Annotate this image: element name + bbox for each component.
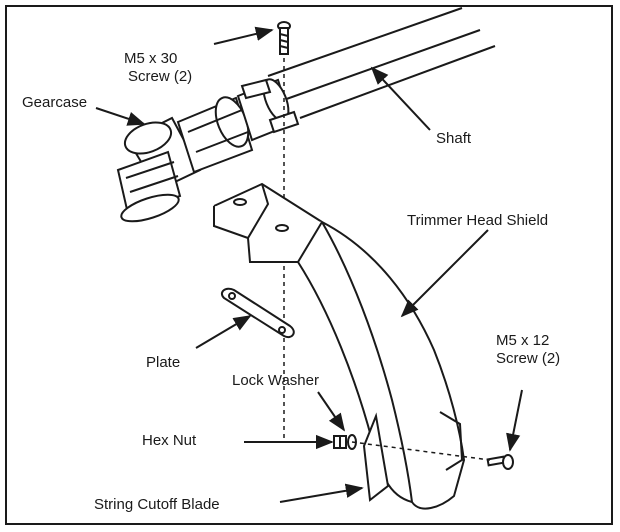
figure-frame (5, 5, 613, 525)
label-plate: Plate (146, 354, 181, 371)
label-m5x30-line1: M5 x 30 (124, 50, 178, 67)
label-m5x30-line2: Screw (2) (128, 68, 193, 85)
label-shaft: Shaft (436, 130, 472, 147)
arrow-lock-washer (317, 391, 346, 432)
leader-arrows (95, 26, 523, 503)
arrow-m5x12 (506, 389, 523, 452)
m5x12-screw-part (486, 454, 514, 470)
label-hex-nut: Hex Nut (142, 432, 197, 449)
arrow-plate (195, 315, 252, 349)
arrow-shaft (370, 66, 431, 131)
arrow-shield (400, 229, 489, 318)
m5x30-screw-part (277, 21, 291, 55)
plate-part (220, 287, 295, 338)
string-cutoff-blade-part (362, 412, 390, 502)
arrow-m5x30 (213, 26, 274, 45)
label-lock-washer: Lock Washer (232, 372, 319, 389)
blade-alignment-dashed-line (351, 441, 491, 461)
hex-nut-part (333, 435, 347, 449)
label-m5x12-line1: M5 x 12 (496, 332, 550, 349)
label-m5x12-line2: Screw (2) (496, 350, 561, 367)
shaft-part (267, 7, 496, 119)
trimmer-head-shield-part (213, 182, 466, 510)
arrow-blade (279, 483, 364, 503)
arrow-gearcase (95, 107, 146, 126)
label-gearcase: Gearcase (22, 94, 88, 111)
gearcase-part (116, 78, 300, 223)
label-string-cutoff-blade: String Cutoff Blade (94, 496, 220, 513)
label-trimmer-head-shield: Trimmer Head Shield (407, 212, 549, 229)
